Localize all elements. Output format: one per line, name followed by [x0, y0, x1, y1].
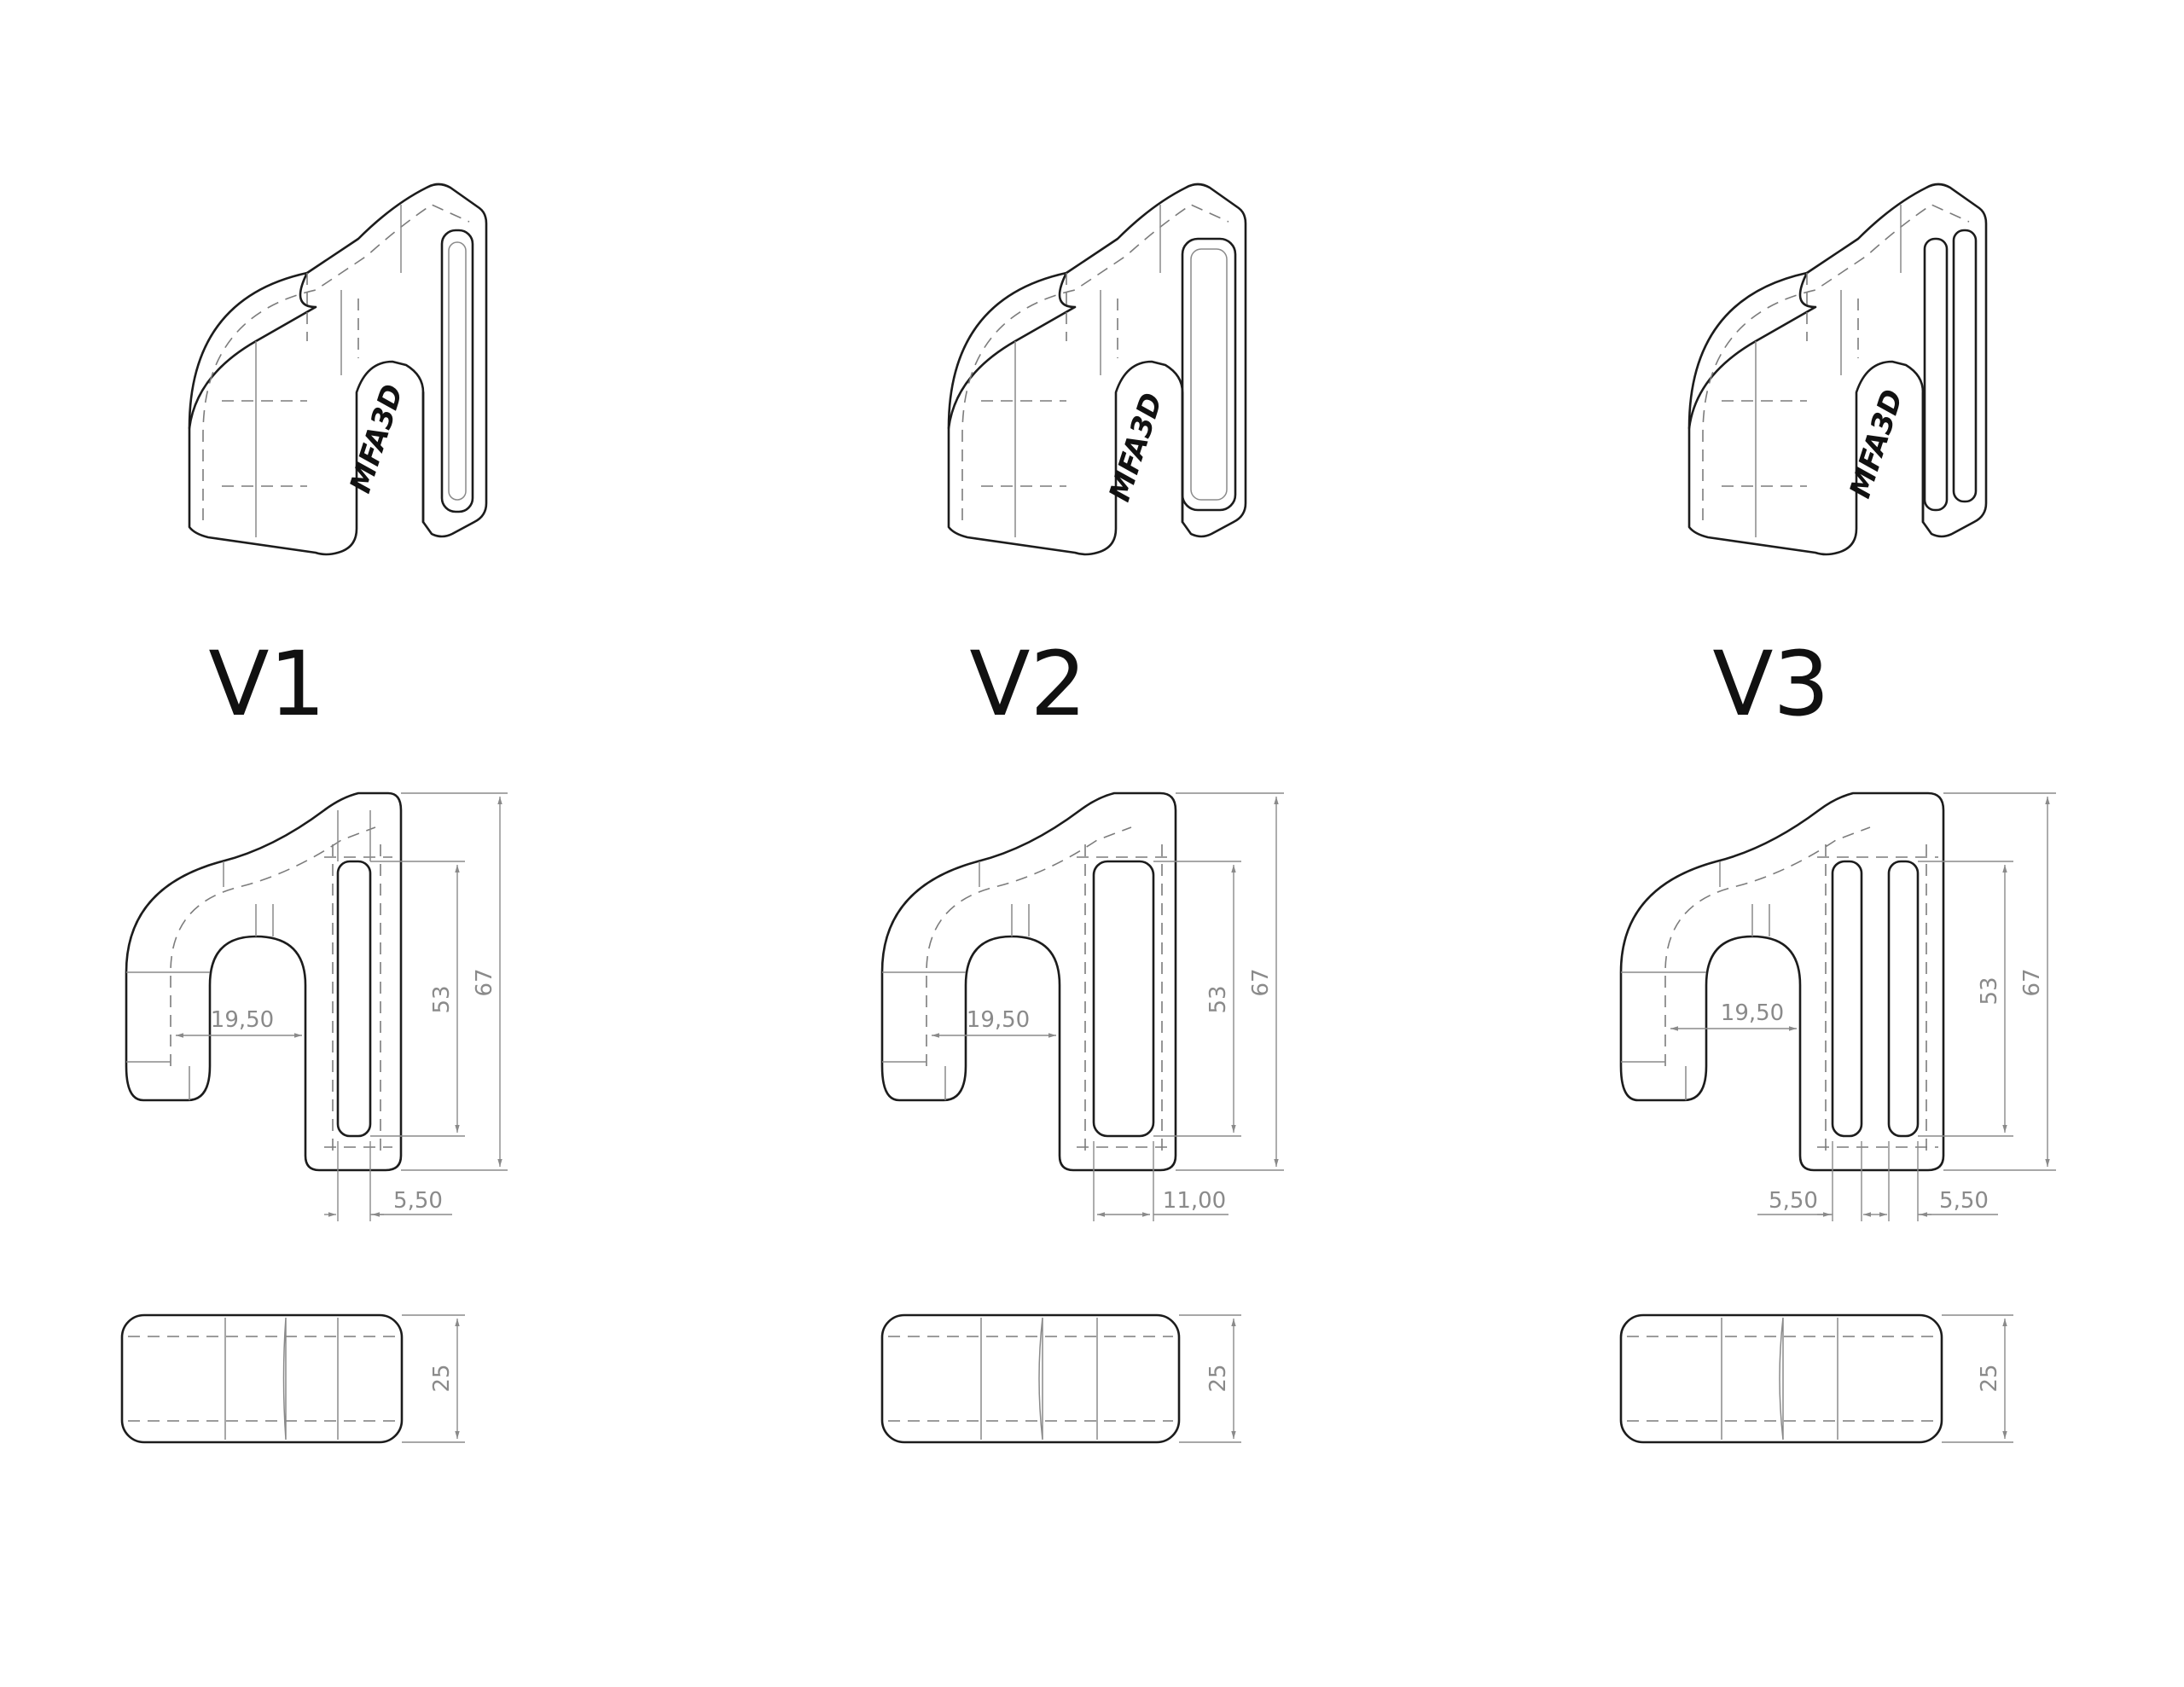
variant-label-v1: V1 [208, 632, 325, 736]
dim-slot-width-v2: 11,00 [1163, 1188, 1226, 1214]
bottom-view-v1: 25 [120, 1313, 465, 1444]
iso-view-v2: MFA3D [947, 183, 1247, 556]
dim-thickness-v2: 25 [1205, 1364, 1231, 1392]
dim-total-height-v1: 67 [472, 968, 497, 996]
variant-label-v3: V3 [1712, 632, 1829, 736]
front-view-v1: 67 53 19,50 5,50 [125, 791, 508, 1221]
dim-total-height-v2: 67 [1248, 968, 1274, 996]
dim-gap-v3: 19,50 [1721, 1000, 1784, 1026]
variant-v3: MFA3D V3 67 53 19,50 5,50 5,50 [1619, 183, 2056, 1444]
dim-gap-v1: 19,50 [211, 1007, 274, 1033]
variant-label-v2: V2 [969, 632, 1086, 736]
iso-view-v3: MFA3D [1687, 183, 1988, 556]
dim-bar-right-v3: 5,50 [1939, 1188, 1989, 1214]
dim-bar-width-v1: 5,50 [393, 1188, 443, 1214]
dim-inner-height-v2: 53 [1205, 985, 1231, 1013]
dim-gap-v2: 19,50 [967, 1007, 1030, 1033]
bottom-view-v2: 25 [880, 1313, 1241, 1444]
logo-text-v2: MFA3D [1103, 389, 1170, 506]
front-view-v3: 67 53 19,50 5,50 5,50 [1619, 791, 2056, 1221]
bottom-view-v3: 25 [1619, 1313, 2013, 1444]
logo-text-v3: MFA3D [1844, 386, 1910, 502]
dim-thickness-v1: 25 [429, 1364, 455, 1392]
dim-thickness-v3: 25 [1977, 1364, 2002, 1392]
dim-inner-height-v3: 53 [1977, 977, 2002, 1005]
dim-inner-height-v1: 53 [429, 985, 455, 1013]
variant-v2: MFA3D V2 67 53 19,50 11,00 25 [880, 183, 1284, 1444]
variant-v1: MFA3D V1 67 53 19,50 5,50 [120, 183, 508, 1444]
dim-bar-left-v3: 5,50 [1769, 1188, 1818, 1214]
logo-text-v1: MFA3D [344, 380, 410, 497]
iso-view-v1: MFA3D [188, 183, 488, 556]
front-view-v2: 67 53 19,50 11,00 [880, 791, 1284, 1221]
dim-total-height-v3: 67 [2019, 968, 2045, 996]
